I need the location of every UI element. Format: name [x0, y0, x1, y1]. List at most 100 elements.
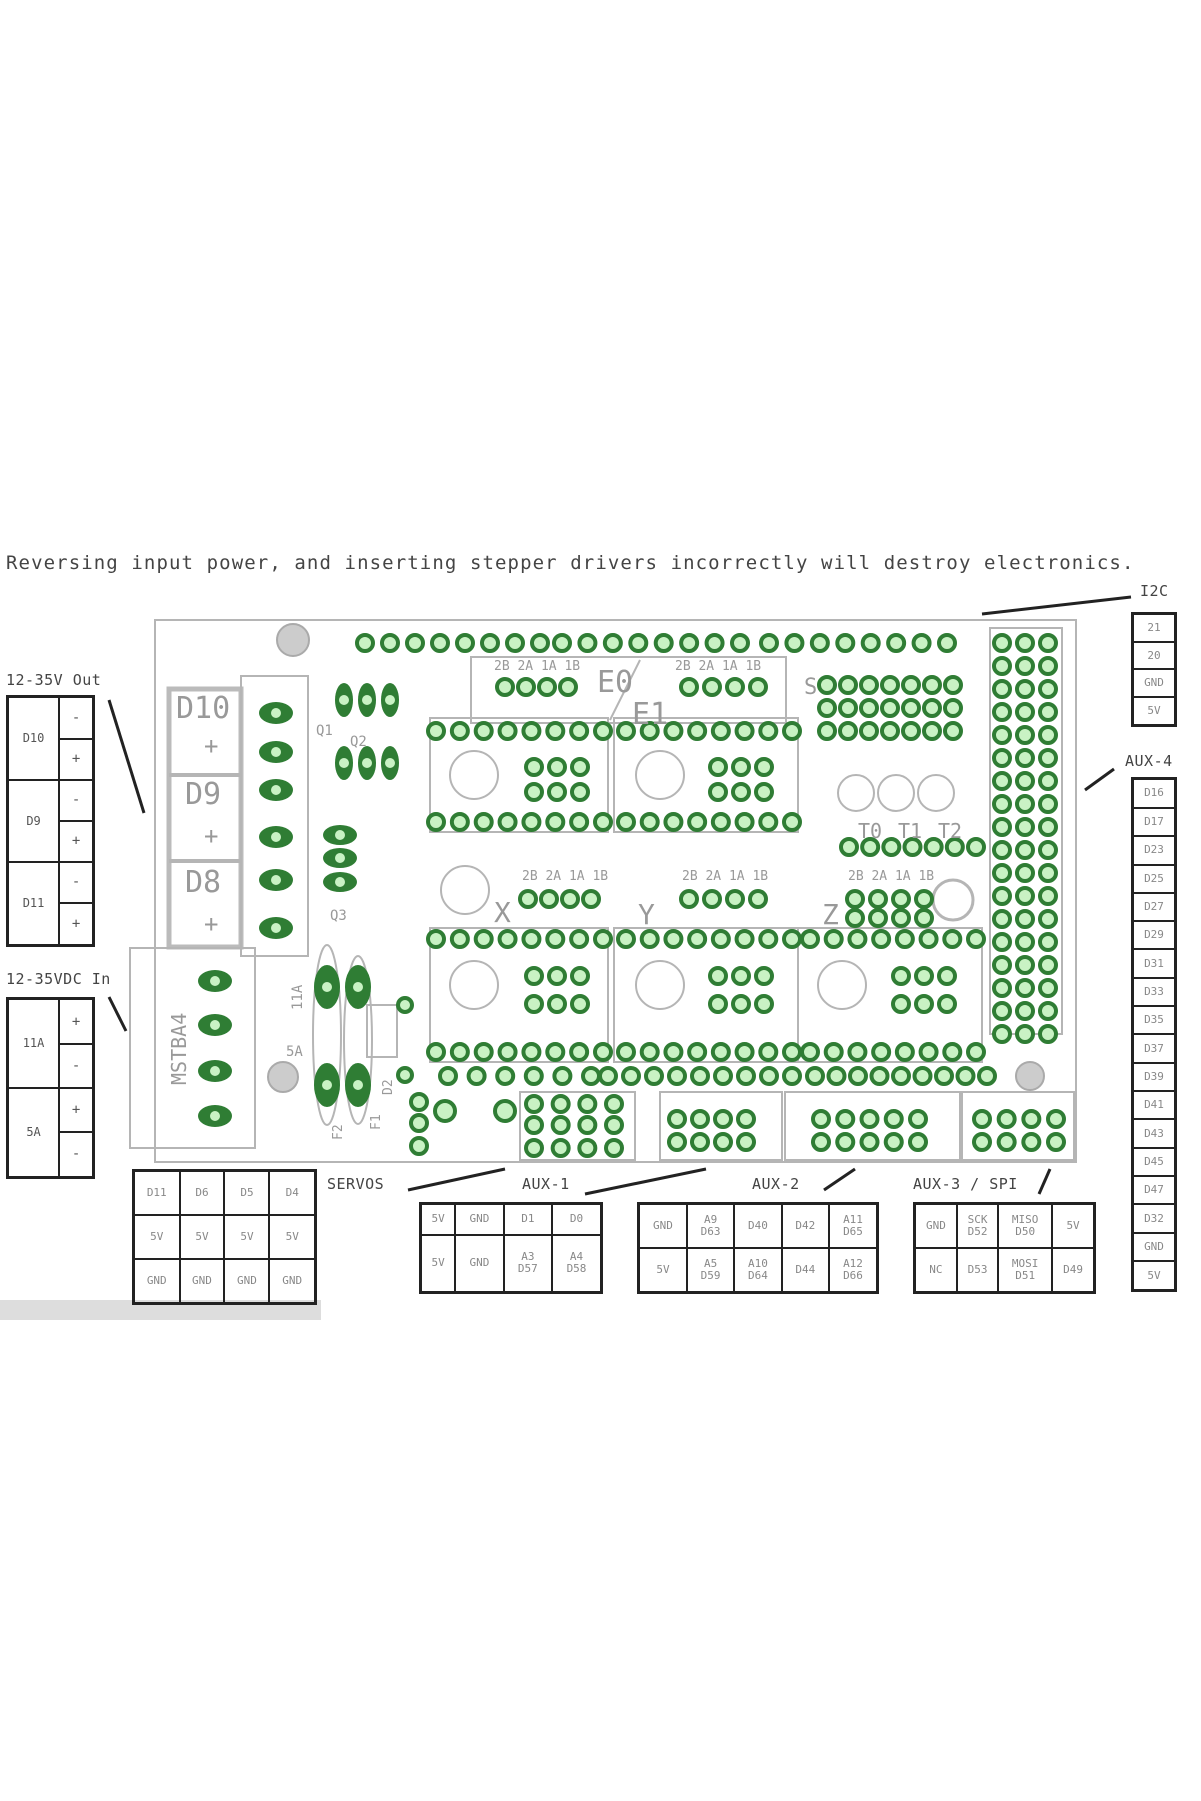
header-pin: [811, 1132, 831, 1152]
header-pin: [1021, 1109, 1042, 1129]
board-label-q1: Q1: [316, 723, 333, 739]
pin-cell: 5V: [132, 1214, 181, 1260]
pin-cell: D0: [551, 1202, 603, 1236]
polarity-sign: +: [58, 1086, 95, 1133]
header-pin: [616, 929, 636, 949]
power-pad-hole: [362, 758, 372, 768]
label-aux1: AUX-1: [522, 1175, 570, 1193]
header-pin: [1015, 656, 1035, 676]
header-pin: [628, 633, 649, 653]
header-pin: [396, 1066, 414, 1084]
label-i2c: I2C: [1140, 582, 1169, 600]
header-pin: [708, 782, 728, 802]
header-pin: [710, 1042, 731, 1062]
leader-line-aux4: [1084, 767, 1115, 792]
header-pin: [569, 812, 590, 832]
header-pin: [835, 1132, 856, 1152]
header-pin: [524, 1115, 544, 1135]
board-label-d2: D2: [381, 1079, 396, 1095]
leader-line-in: [107, 996, 128, 1032]
header-pin: [1038, 886, 1058, 906]
header-pin: [966, 929, 986, 949]
header-pin: [725, 677, 745, 697]
header-pin: [1038, 748, 1058, 768]
pin-cell: D11: [132, 1169, 181, 1217]
header-pin: [972, 1109, 992, 1129]
header-pin: [817, 721, 837, 741]
header-pin: [539, 889, 559, 909]
header-pin: [758, 721, 779, 741]
header-pin: [679, 889, 699, 909]
header-pin: [708, 994, 728, 1014]
header-pin: [754, 757, 774, 777]
pin-cell: A10 D64: [733, 1247, 783, 1294]
header-pin: [734, 929, 755, 949]
header-pin: [653, 633, 674, 653]
pin-cell: D41: [1131, 1090, 1177, 1121]
header-pin: [667, 1066, 687, 1086]
power-pad-hole: [385, 758, 395, 768]
header-pin: [912, 1066, 933, 1086]
header-pin: [547, 994, 567, 1014]
pin-cell: MISO D50: [997, 1202, 1054, 1249]
header-pin: [545, 721, 566, 741]
header-pin: [860, 837, 881, 857]
header-pin: [901, 675, 921, 695]
leader-line-i2c: [981, 595, 1132, 616]
board-label-t2: T2: [938, 819, 962, 843]
header-pin: [593, 1042, 613, 1062]
pin-cell: D5: [223, 1169, 271, 1217]
pin-cell: D49: [1051, 1247, 1096, 1294]
header-pin: [869, 1066, 890, 1086]
pin-cell: GND: [178, 1257, 226, 1305]
header-pin: [1038, 794, 1058, 814]
output-block: [166, 686, 244, 950]
header-pin: [800, 1042, 820, 1062]
header-pin: [918, 929, 939, 949]
polarity-sign: -: [58, 1043, 95, 1089]
header-pin: [992, 679, 1012, 699]
header-pin: [473, 721, 494, 741]
header-pin: [409, 1113, 429, 1133]
header-pin: [992, 863, 1012, 883]
power-pin-name: 11A: [6, 997, 61, 1089]
header-pin: [734, 721, 755, 741]
header-pin: [604, 1115, 624, 1135]
header-pin: [992, 978, 1012, 998]
header-pin: [639, 929, 660, 949]
pin-cell: D37: [1131, 1033, 1177, 1064]
header-pin: [754, 994, 774, 1014]
header-pin: [430, 633, 450, 653]
header-pin: [497, 1042, 518, 1062]
board-label-q3: Q3: [330, 908, 347, 924]
header-pin: [355, 633, 375, 653]
header-pin: [1038, 932, 1058, 952]
header-pin: [1046, 1109, 1066, 1129]
header-pin: [545, 1042, 566, 1062]
leader-line-out: [107, 699, 146, 814]
pin-cell: D17: [1131, 806, 1177, 838]
pin-cell: D35: [1131, 1005, 1177, 1036]
header-pin: [838, 675, 858, 695]
header-pin: [894, 1042, 915, 1062]
header-pin: [449, 929, 470, 949]
header-pin: [593, 721, 613, 741]
header-pin: [868, 889, 888, 909]
header-pin: [901, 698, 921, 718]
header-pin: [473, 1042, 494, 1062]
header-pin: [759, 633, 779, 653]
header-pin: [713, 1109, 733, 1129]
header-pin: [493, 1099, 517, 1123]
header-pin: [455, 633, 475, 653]
header-pin: [1038, 909, 1058, 929]
header-pin: [604, 1094, 624, 1114]
coil-label: 2B 2A 1A 1B: [675, 659, 761, 674]
pin-cell: A9 D63: [685, 1202, 736, 1249]
power-pad-hole: [339, 758, 349, 768]
header-pin: [871, 1042, 892, 1062]
header-pin: [1015, 748, 1035, 768]
power-pad-hole: [210, 1066, 220, 1076]
header-pin: [880, 698, 900, 718]
